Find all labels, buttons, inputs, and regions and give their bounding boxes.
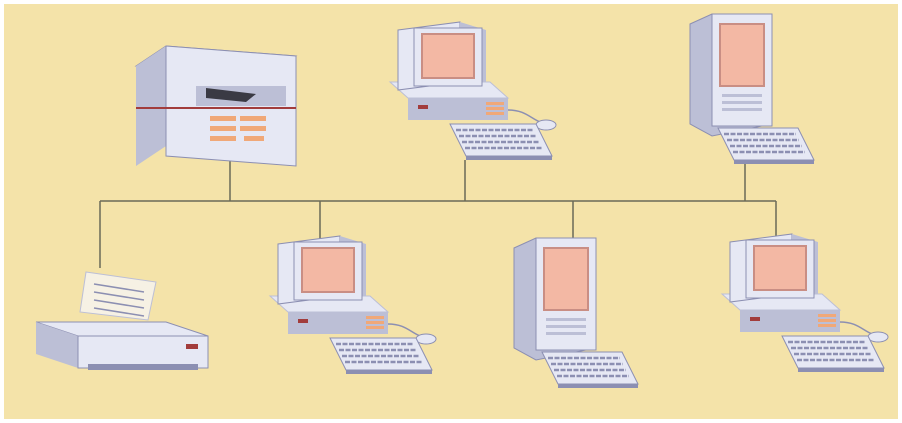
server-icon <box>136 46 296 166</box>
